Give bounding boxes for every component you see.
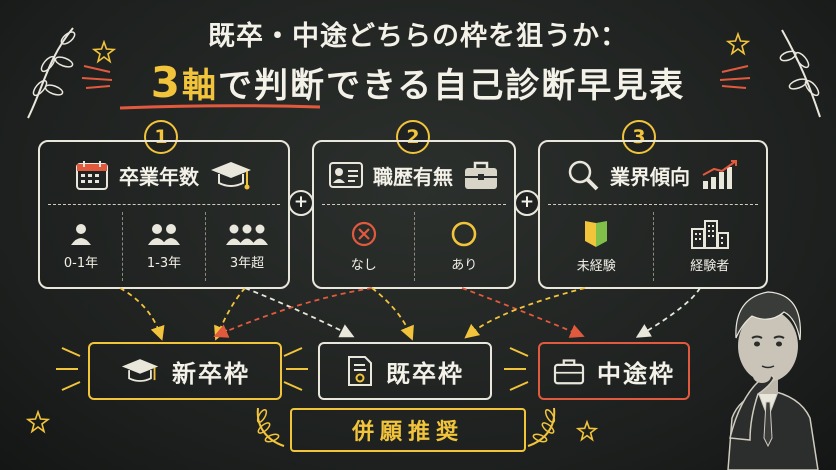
option-0-1-years: 0-1年: [40, 212, 122, 281]
panel-1-number-badge: 1: [144, 120, 178, 154]
option-label: あり: [451, 258, 478, 273]
option-label: なし: [350, 258, 377, 273]
option-1-3-years: 1-3年: [122, 212, 205, 281]
option-label: 0-1年: [63, 256, 99, 271]
panel-industry-tendency: 業界傾向 未経験: [538, 140, 768, 289]
panel-2-header: 職歴有無: [314, 152, 514, 198]
certificate-icon: [348, 356, 372, 386]
beginner-mark-icon: [585, 221, 608, 247]
panel-2-number-badge: 2: [396, 120, 430, 154]
option-yes: あり: [413, 212, 515, 281]
thinking-businessman-illustration-icon: [727, 291, 819, 470]
panel-2-separator: [322, 204, 506, 205]
panel-2-options: なし あり: [314, 212, 514, 281]
leaf-branch-left-icon: [27, 27, 76, 119]
plus-sign-1: +: [288, 190, 314, 216]
star-top-left-icon: [91, 39, 117, 64]
cross-circle-icon: [351, 221, 376, 247]
two-people-icon: [148, 224, 180, 245]
single-person-icon: [71, 224, 91, 245]
concurrent-application-banner: 併願推奨: [290, 408, 526, 452]
panel-graduation-years: 卒業年数 0-1年 1-3年: [38, 140, 290, 289]
result-label: 新卒枠: [172, 359, 250, 388]
star-bottom-right-icon: [575, 419, 599, 442]
panel-work-history: 職歴有無 なし あり: [312, 140, 516, 289]
option-over-3-years: 3年超: [205, 212, 288, 281]
title-axis: 軸: [181, 66, 218, 106]
laurel-left-icon: [256, 407, 285, 447]
id-card-icon: [329, 162, 363, 188]
result-already-graduated-slot: 既卒枠: [318, 342, 492, 400]
laurel-right-icon: [527, 407, 556, 447]
panel-2-title: 職歴有無: [373, 164, 453, 189]
office-buildings-icon: [690, 220, 729, 249]
graduation-cap-icon: [211, 162, 251, 190]
circle-icon: [451, 221, 477, 247]
panel-1-options: 0-1年 1-3年 3年超: [40, 212, 288, 281]
panel-3-number-badge: 3: [622, 120, 656, 154]
star-top-right-icon: [725, 31, 751, 56]
briefcase-icon: [553, 359, 585, 385]
option-experienced: 経験者: [652, 212, 767, 281]
red-accent-marks-icon: [81, 65, 113, 89]
briefcase-icon: [465, 161, 497, 189]
title-line-1: 既卒・中途どちらの枠を狙うか：: [208, 21, 628, 52]
option-label: 1-3年: [146, 256, 182, 271]
growth-chart-icon: [702, 160, 737, 189]
leaf-branch-right-icon: [779, 29, 821, 118]
sparkle-mid-left-icon: [283, 347, 308, 391]
option-label: 未経験: [576, 259, 616, 274]
result-new-graduate-slot: 新卒枠: [88, 342, 282, 400]
graduation-cap-icon: [121, 359, 159, 382]
panel-1-separator: [48, 204, 280, 205]
panel-3-header: 業界傾向: [540, 152, 766, 198]
sparkle-left-icon: [56, 347, 81, 391]
magnifier-icon: [568, 160, 599, 191]
title-line-2: 3軸で判断できる自己診断早見表: [0, 58, 836, 107]
result-label: 中途枠: [597, 359, 675, 388]
group-people-icon: [226, 224, 268, 245]
title-underline-icon: [119, 104, 321, 110]
option-label: 経験者: [690, 259, 730, 274]
panel-1-header: 卒業年数: [40, 152, 288, 198]
result-mid-career-slot: 中途枠: [538, 342, 690, 400]
result-label: 既卒枠: [386, 359, 464, 388]
title-rest: で判断できる自己診断早見表: [217, 66, 686, 106]
sparkle-mid-right-icon: [504, 347, 529, 391]
panel-3-options: 未経験 経験者: [540, 212, 766, 281]
title-number: 3: [150, 58, 182, 107]
calendar-icon: [76, 161, 108, 190]
panel-3-title: 業界傾向: [610, 164, 690, 189]
option-none: なし: [314, 212, 414, 281]
star-bottom-left-icon: [25, 409, 51, 434]
option-inexperienced: 未経験: [540, 212, 653, 281]
option-label: 3年超: [229, 256, 265, 271]
panel-1-title: 卒業年数: [119, 164, 199, 189]
panel-3-separator: [548, 204, 758, 205]
red-accent-marks-right-icon: [719, 65, 751, 89]
